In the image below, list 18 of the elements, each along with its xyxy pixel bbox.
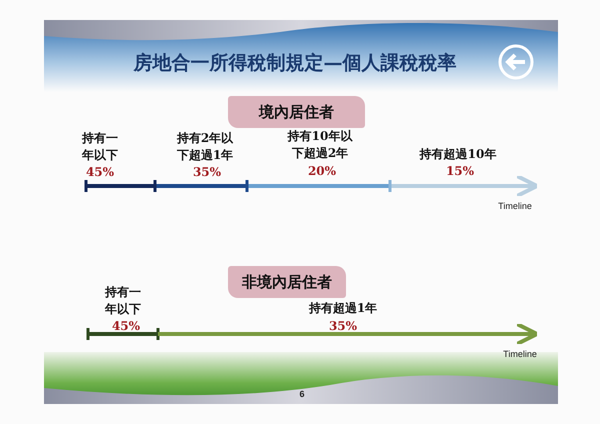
tax-rate-label: 35% [192,164,222,181]
axis-label: Timeline [502,348,538,361]
slide-title: 房地合一所得稅制規定—個人課稅稅率 [132,51,458,76]
page-number: 6 [298,388,306,401]
flag-banner: 境內居住者 [228,96,365,128]
axis-label: Timeline [497,200,533,213]
holding-period-label: 持有超過1年 [308,300,378,317]
tax-rate-label: 45% [84,164,116,181]
holding-period-label: 持有一年以下 [80,130,119,164]
tax-rate-label: 15% [444,163,476,180]
holding-period-label: 持有2年以下超過1年 [176,130,234,164]
tax-rate-label: 35% [328,318,358,335]
tax-rate-label: 45% [110,318,142,335]
tax-rate-label: 20% [306,163,338,180]
holding-period-label: 持有10年以下超過2年 [286,128,354,162]
flag-banner: 非境內居住者 [228,266,346,298]
holding-period-label: 持有超過10年 [418,146,498,163]
holding-period-label: 持有一年以下 [104,284,142,318]
